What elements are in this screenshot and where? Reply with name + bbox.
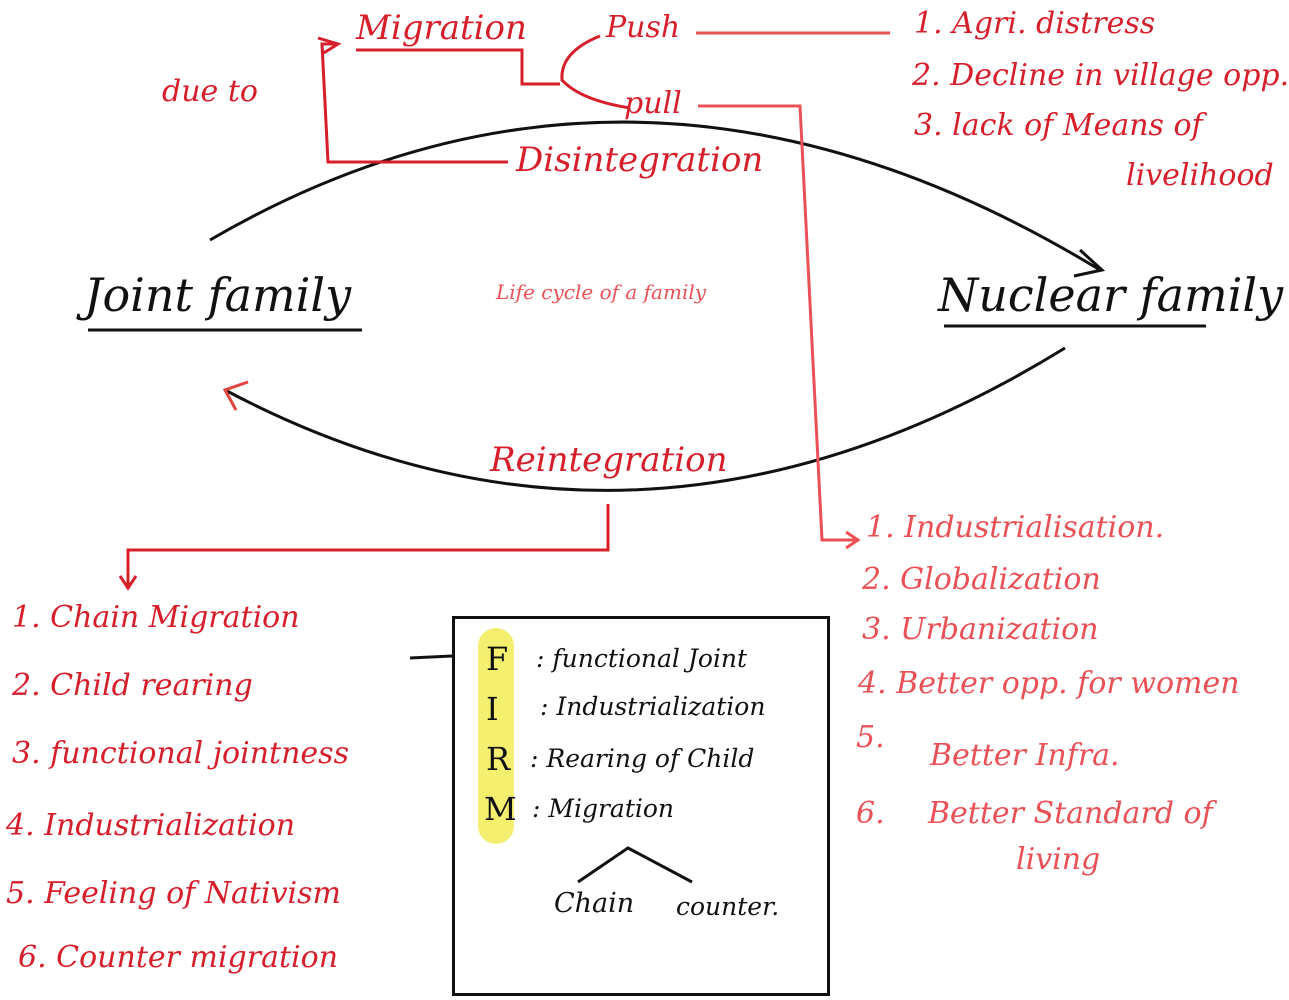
migration-arrowhead: [317, 36, 342, 56]
cycle-title: Life cycle of a family: [496, 280, 707, 304]
mnemonic-highlight: [478, 628, 514, 844]
pull-factor-1: 1. Industrialisation.: [866, 510, 1165, 545]
pull-factor-6: Better Standard of: [928, 796, 1213, 831]
pull-factor-6-cont: living: [1016, 842, 1101, 877]
migration-underline-connector: [356, 48, 560, 86]
push-label: Push: [606, 10, 681, 45]
nuclear-family-node: Nuclear family: [938, 268, 1284, 322]
reintegration-arrowhead: [222, 380, 249, 411]
pull-to-factors-arrow: [698, 104, 856, 542]
reintegration-factor-3: 3. functional jointness: [12, 736, 349, 771]
pull-factor-3: 3. Urbanization: [862, 612, 1099, 647]
mnemonic-meaning-m: : Migration: [532, 794, 675, 823]
box-link: [409, 654, 453, 660]
due-to-label: due to: [162, 74, 258, 109]
pull-factor-4: 4. Better opp. for women: [858, 666, 1240, 701]
pull-factor-5-number: 5.: [856, 720, 885, 755]
mnemonic-letter-m: M: [484, 790, 517, 828]
pull-factors-arrowhead: [845, 530, 861, 550]
pull-label: pull: [624, 86, 682, 121]
branch-chain: Chain: [554, 888, 635, 919]
mnemonic-letter-i: I: [486, 690, 499, 728]
disintegration-arrowhead: [1073, 248, 1106, 278]
reintegration-label: Reintegration: [490, 440, 728, 480]
push-factor-3-cont: livelihood: [1126, 158, 1274, 193]
disintegration-arc: [209, 120, 1101, 272]
mnemonic-letter-f: F: [486, 640, 509, 678]
migration-branch: [577, 846, 693, 884]
push-pull-fork: [560, 34, 631, 110]
firm-mnemonic-box: [452, 616, 830, 996]
reintegration-factor-5: 5. Feeling of Nativism: [6, 876, 341, 911]
push-factor-1: 1. Agri. distress: [914, 6, 1156, 41]
disintegration-label: Disintegration: [516, 140, 764, 180]
reintegration-to-factors-arrow: [126, 504, 610, 586]
pull-factor-5: Better Infra.: [930, 738, 1120, 773]
mnemonic-meaning-r: : Rearing of Child: [530, 744, 755, 773]
reintegration-factor-2: 2. Child rearing: [12, 668, 253, 703]
reintegration-factor-6: 6. Counter migration: [18, 940, 339, 975]
reintegration-factor-1: 1. Chain Migration: [12, 600, 300, 635]
pull-factor-2: 2. Globalization: [862, 562, 1101, 597]
disintegration-to-migration-arrow: [320, 42, 508, 164]
mnemonic-meaning-f: : functional Joint: [536, 644, 748, 673]
branch-counter: counter.: [676, 892, 780, 921]
pull-factor-6-number: 6.: [856, 796, 885, 831]
reintegration-factors-arrowhead: [118, 575, 138, 591]
push-factor-2: 2. Decline in village opp.: [912, 58, 1289, 93]
mnemonic-meaning-i: : Industrialization: [540, 692, 766, 721]
joint-family-node: Joint family: [84, 268, 352, 322]
mnemonic-letter-r: R: [486, 740, 511, 778]
reintegration-factor-4: 4. Industrialization: [6, 808, 296, 843]
reintegration-arc: [224, 346, 1066, 492]
migration-label: Migration: [356, 8, 527, 48]
push-factor-3: 3. lack of Means of: [914, 108, 1203, 143]
